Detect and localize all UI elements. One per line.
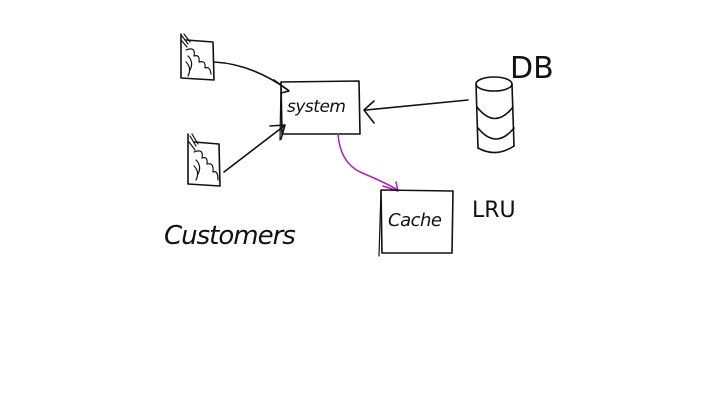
- database-icon: [475, 76, 515, 154]
- system-label: system: [287, 97, 345, 117]
- arrow-system-to-cache: [337, 133, 399, 192]
- db-label: DB: [510, 51, 554, 86]
- lru-label: LRU: [472, 198, 516, 223]
- system-box: system: [279, 80, 361, 141]
- customers-label: Customers: [164, 221, 295, 251]
- cache-label: Cache: [388, 210, 442, 231]
- arrow-customer1-to-system: [213, 61, 290, 94]
- cache-box: Cache: [378, 189, 454, 257]
- arrow-db-to-system: [363, 99, 469, 124]
- arrow-customer2-to-system: [223, 124, 286, 173]
- customer-device-icon-1: [180, 33, 215, 81]
- customer-device-icon-2: [187, 133, 221, 187]
